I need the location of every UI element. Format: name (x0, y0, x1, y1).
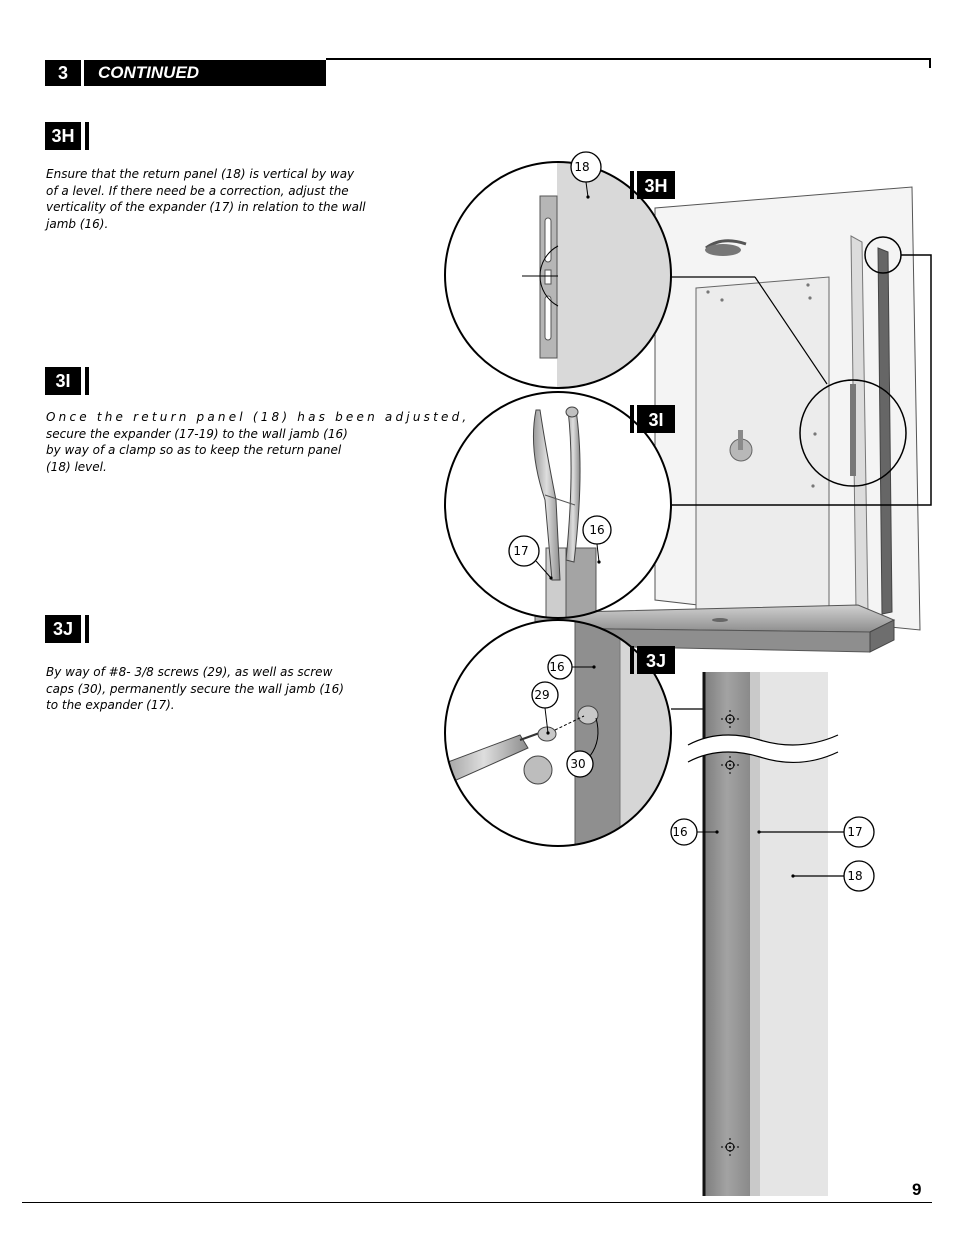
step-3h-line: jamb (16). (46, 216, 109, 231)
step-3j-instructions: By way of #8- 3/8 screws (29), as well a… (46, 664, 346, 714)
step-badge-3j: 3J (45, 615, 89, 643)
callout-17: 17 (513, 544, 528, 558)
step-3i-line: secure the expander (17-19) to the wall … (46, 426, 348, 441)
step-3j-line: caps (30), permanently secure the wall j… (46, 681, 344, 696)
step-3i-line: by way of a clamp so as to keep the retu… (46, 443, 342, 457)
callout-16: 16 (549, 660, 564, 674)
step-badge-3h: 3H (45, 122, 89, 150)
callout-17: 17 (847, 825, 862, 839)
callout-16: 16 (672, 825, 687, 839)
figure-badges: 3H 3I 3J (630, 171, 675, 674)
step-badge-3i: 3I (45, 367, 89, 395)
step-3i-line: (18) level. (46, 459, 107, 474)
figure-badge-3i: 3I (648, 410, 663, 430)
section-title: CONTINUED (84, 60, 326, 86)
callouts: 18 16 17 16 29 30 16 17 18 (508, 151, 875, 892)
callout-16: 16 (589, 523, 604, 537)
header-rule-end (929, 58, 931, 68)
callout-18: 18 (574, 160, 589, 174)
detail-leaders (671, 236, 932, 710)
step-3h-line: Ensure that the return panel (18) is ver… (46, 167, 355, 181)
step-3j-line: to the expander (17). (46, 698, 175, 712)
shower-assembly-drawing (534, 186, 921, 653)
figure-badge-3h: 3H (644, 176, 667, 196)
step-3h-instructions: Ensure that the return panel (18) is ver… (46, 166, 366, 232)
footer-rule (22, 1202, 932, 1203)
callout-30: 30 (570, 757, 585, 771)
step-3h-line: of a level. If there need be a correctio… (46, 183, 349, 198)
step-3j-line: By way of #8- 3/8 screws (29), as well a… (46, 665, 333, 679)
header-rule (326, 58, 930, 60)
callout-18: 18 (847, 869, 862, 883)
callout-29: 29 (534, 688, 549, 702)
figure-badge-3j: 3J (646, 651, 666, 671)
profile-view (687, 672, 839, 1196)
detail-3h (444, 161, 672, 389)
page-number: 9 (912, 1180, 922, 1199)
step-3h-line: verticality of the expander (17) in rela… (46, 200, 366, 214)
section-number: 3 (45, 60, 81, 86)
